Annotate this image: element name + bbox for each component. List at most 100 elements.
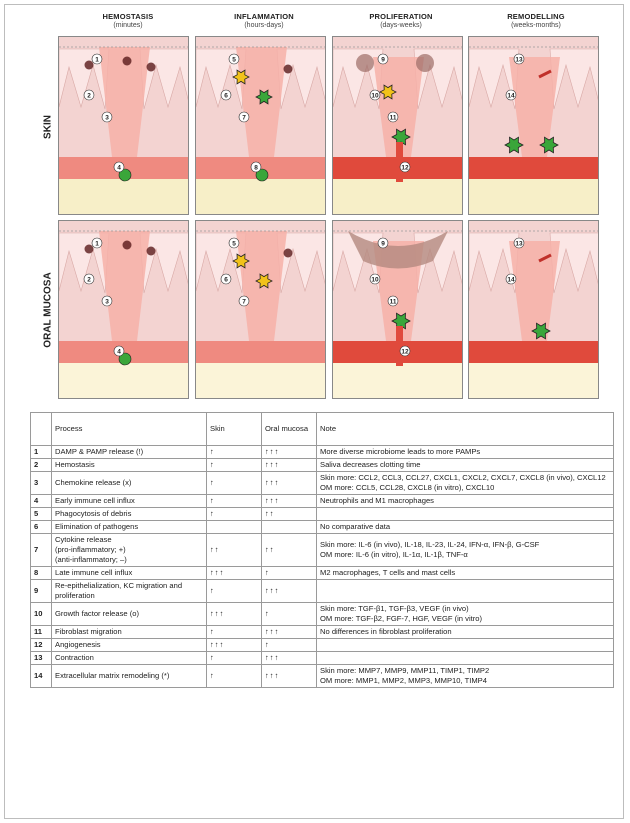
column-header-proliferation: PROLIFERATION (days-weeks) xyxy=(331,12,471,30)
column-subtitle: (minutes) xyxy=(58,21,198,30)
oral-level-cell: ↑↑↑ xyxy=(262,652,317,665)
panel-skin-proliferation: 9101112 xyxy=(332,36,463,215)
step-number: 11 xyxy=(390,114,397,121)
column-title: REMODELLING xyxy=(466,12,606,21)
column-header-inflammation: INFLAMMATION (hours-days) xyxy=(194,12,334,30)
column-header-remodelling: REMODELLING (weeks-months) xyxy=(466,12,606,30)
skin-level-cell xyxy=(207,521,262,534)
step-number: 7 xyxy=(242,298,246,305)
skin-level-cell: ↑ xyxy=(207,665,262,688)
skin-level-cell: ↑ xyxy=(207,446,262,459)
note-cell xyxy=(317,508,614,521)
process-cell: Cytokine release (pro-inflammatory; +) (… xyxy=(52,534,207,567)
row-number: 13 xyxy=(31,652,52,665)
skin-level-cell: ↑ xyxy=(207,508,262,521)
table-row: 10Growth factor release (o)↑↑↑↑Skin more… xyxy=(31,603,614,626)
row-number: 12 xyxy=(31,639,52,652)
process-cell: Elimination of pathogens xyxy=(52,521,207,534)
step-number: 11 xyxy=(390,298,397,305)
table-row: 12Angiogenesis↑↑↑↑ xyxy=(31,639,614,652)
process-cell: Phagocytosis of debris xyxy=(52,508,207,521)
step-number: 6 xyxy=(224,276,228,283)
oral-level-cell: ↑ xyxy=(262,639,317,652)
header-num xyxy=(31,413,52,446)
skin-level-cell: ↑ xyxy=(207,459,262,472)
step-number: 2 xyxy=(87,276,91,283)
table-row: 13Contraction↑↑↑↑ xyxy=(31,652,614,665)
step-number: 4 xyxy=(117,164,121,171)
wound-illustration: 9101112 xyxy=(333,221,463,399)
note-cell: More diverse microbiome leads to more PA… xyxy=(317,446,614,459)
panel-oral-remodelling: 13 14 xyxy=(468,220,599,399)
header-skin: Skin xyxy=(207,413,262,446)
skin-level-cell: ↑ xyxy=(207,495,262,508)
wound-illustration: 9101112 xyxy=(333,37,463,215)
table-header-row: Process Skin Oral mucosa Note xyxy=(31,413,614,446)
note-cell: Skin more: TGF-β1, TGF-β3, VEGF (in vivo… xyxy=(317,603,614,626)
wound-illustration: 567 xyxy=(196,221,326,399)
step-number: 12 xyxy=(401,348,409,355)
row-number: 11 xyxy=(31,626,52,639)
row-number: 7 xyxy=(31,534,52,567)
note-cell: No comparative data xyxy=(317,521,614,534)
oral-level-cell: ↑↑ xyxy=(262,508,317,521)
skin-level-cell: ↑ xyxy=(207,472,262,495)
process-cell: DAMP & PAMP release (!) xyxy=(52,446,207,459)
step-number: 10 xyxy=(371,92,379,99)
step-number: 14 xyxy=(507,276,515,283)
skin-level-cell: ↑ xyxy=(207,580,262,603)
note-cell: Skin more: IL-6 (in vivo), IL-18, IL-23,… xyxy=(317,534,614,567)
header-oral-mucosa: Oral mucosa xyxy=(262,413,317,446)
column-subtitle: (hours-days) xyxy=(194,21,334,30)
row-number: 2 xyxy=(31,459,52,472)
row-label-text: ORAL MUCOSA xyxy=(43,272,54,347)
column-title: HEMOSTASIS xyxy=(58,12,198,21)
row-number: 3 xyxy=(31,472,52,495)
row-number: 4 xyxy=(31,495,52,508)
row-number: 10 xyxy=(31,603,52,626)
step-number: 13 xyxy=(515,240,523,247)
row-label-text: SKIN xyxy=(43,115,54,139)
panel-skin-hemostasis: 1 2 3 4 xyxy=(58,36,189,215)
note-cell: Neutrophils and M1 macrophages xyxy=(317,495,614,508)
note-cell: Skin more: CCL2, CCL3, CCL27, CXCL1, CXC… xyxy=(317,472,614,495)
step-number: 8 xyxy=(254,164,258,171)
panel-oral-hemostasis: 1234 xyxy=(58,220,189,399)
process-cell: Re-epithelialization, KC migration and p… xyxy=(52,580,207,603)
note-cell: Saliva decreases clotting time xyxy=(317,459,614,472)
step-number: 7 xyxy=(242,114,246,121)
row-number: 5 xyxy=(31,508,52,521)
step-number: 13 xyxy=(515,56,523,63)
step-number: 2 xyxy=(87,92,91,99)
oral-level-cell: ↑↑↑ xyxy=(262,459,317,472)
oral-level-cell: ↑ xyxy=(262,603,317,626)
wound-illustration: 13 14 xyxy=(469,221,599,399)
process-cell: Hemostasis xyxy=(52,459,207,472)
oral-level-cell: ↑↑↑ xyxy=(262,495,317,508)
step-number: 5 xyxy=(232,56,236,63)
skin-level-cell: ↑↑↑ xyxy=(207,567,262,580)
process-cell: Fibroblast migration xyxy=(52,626,207,639)
step-number: 3 xyxy=(105,114,109,121)
note-cell xyxy=(317,652,614,665)
process-cell: Chemokine release (x) xyxy=(52,472,207,495)
note-cell: Skin more: MMP7, MMP9, MMP11, TIMP1, TIM… xyxy=(317,665,614,688)
oral-level-cell: ↑↑↑ xyxy=(262,580,317,603)
step-number: 1 xyxy=(95,56,99,63)
wound-illustration: 1314 xyxy=(469,37,599,215)
step-number: 9 xyxy=(381,56,385,63)
skin-level-cell: ↑↑ xyxy=(207,534,262,567)
process-cell: Late immune cell influx xyxy=(52,567,207,580)
skin-level-cell: ↑↑↑ xyxy=(207,603,262,626)
